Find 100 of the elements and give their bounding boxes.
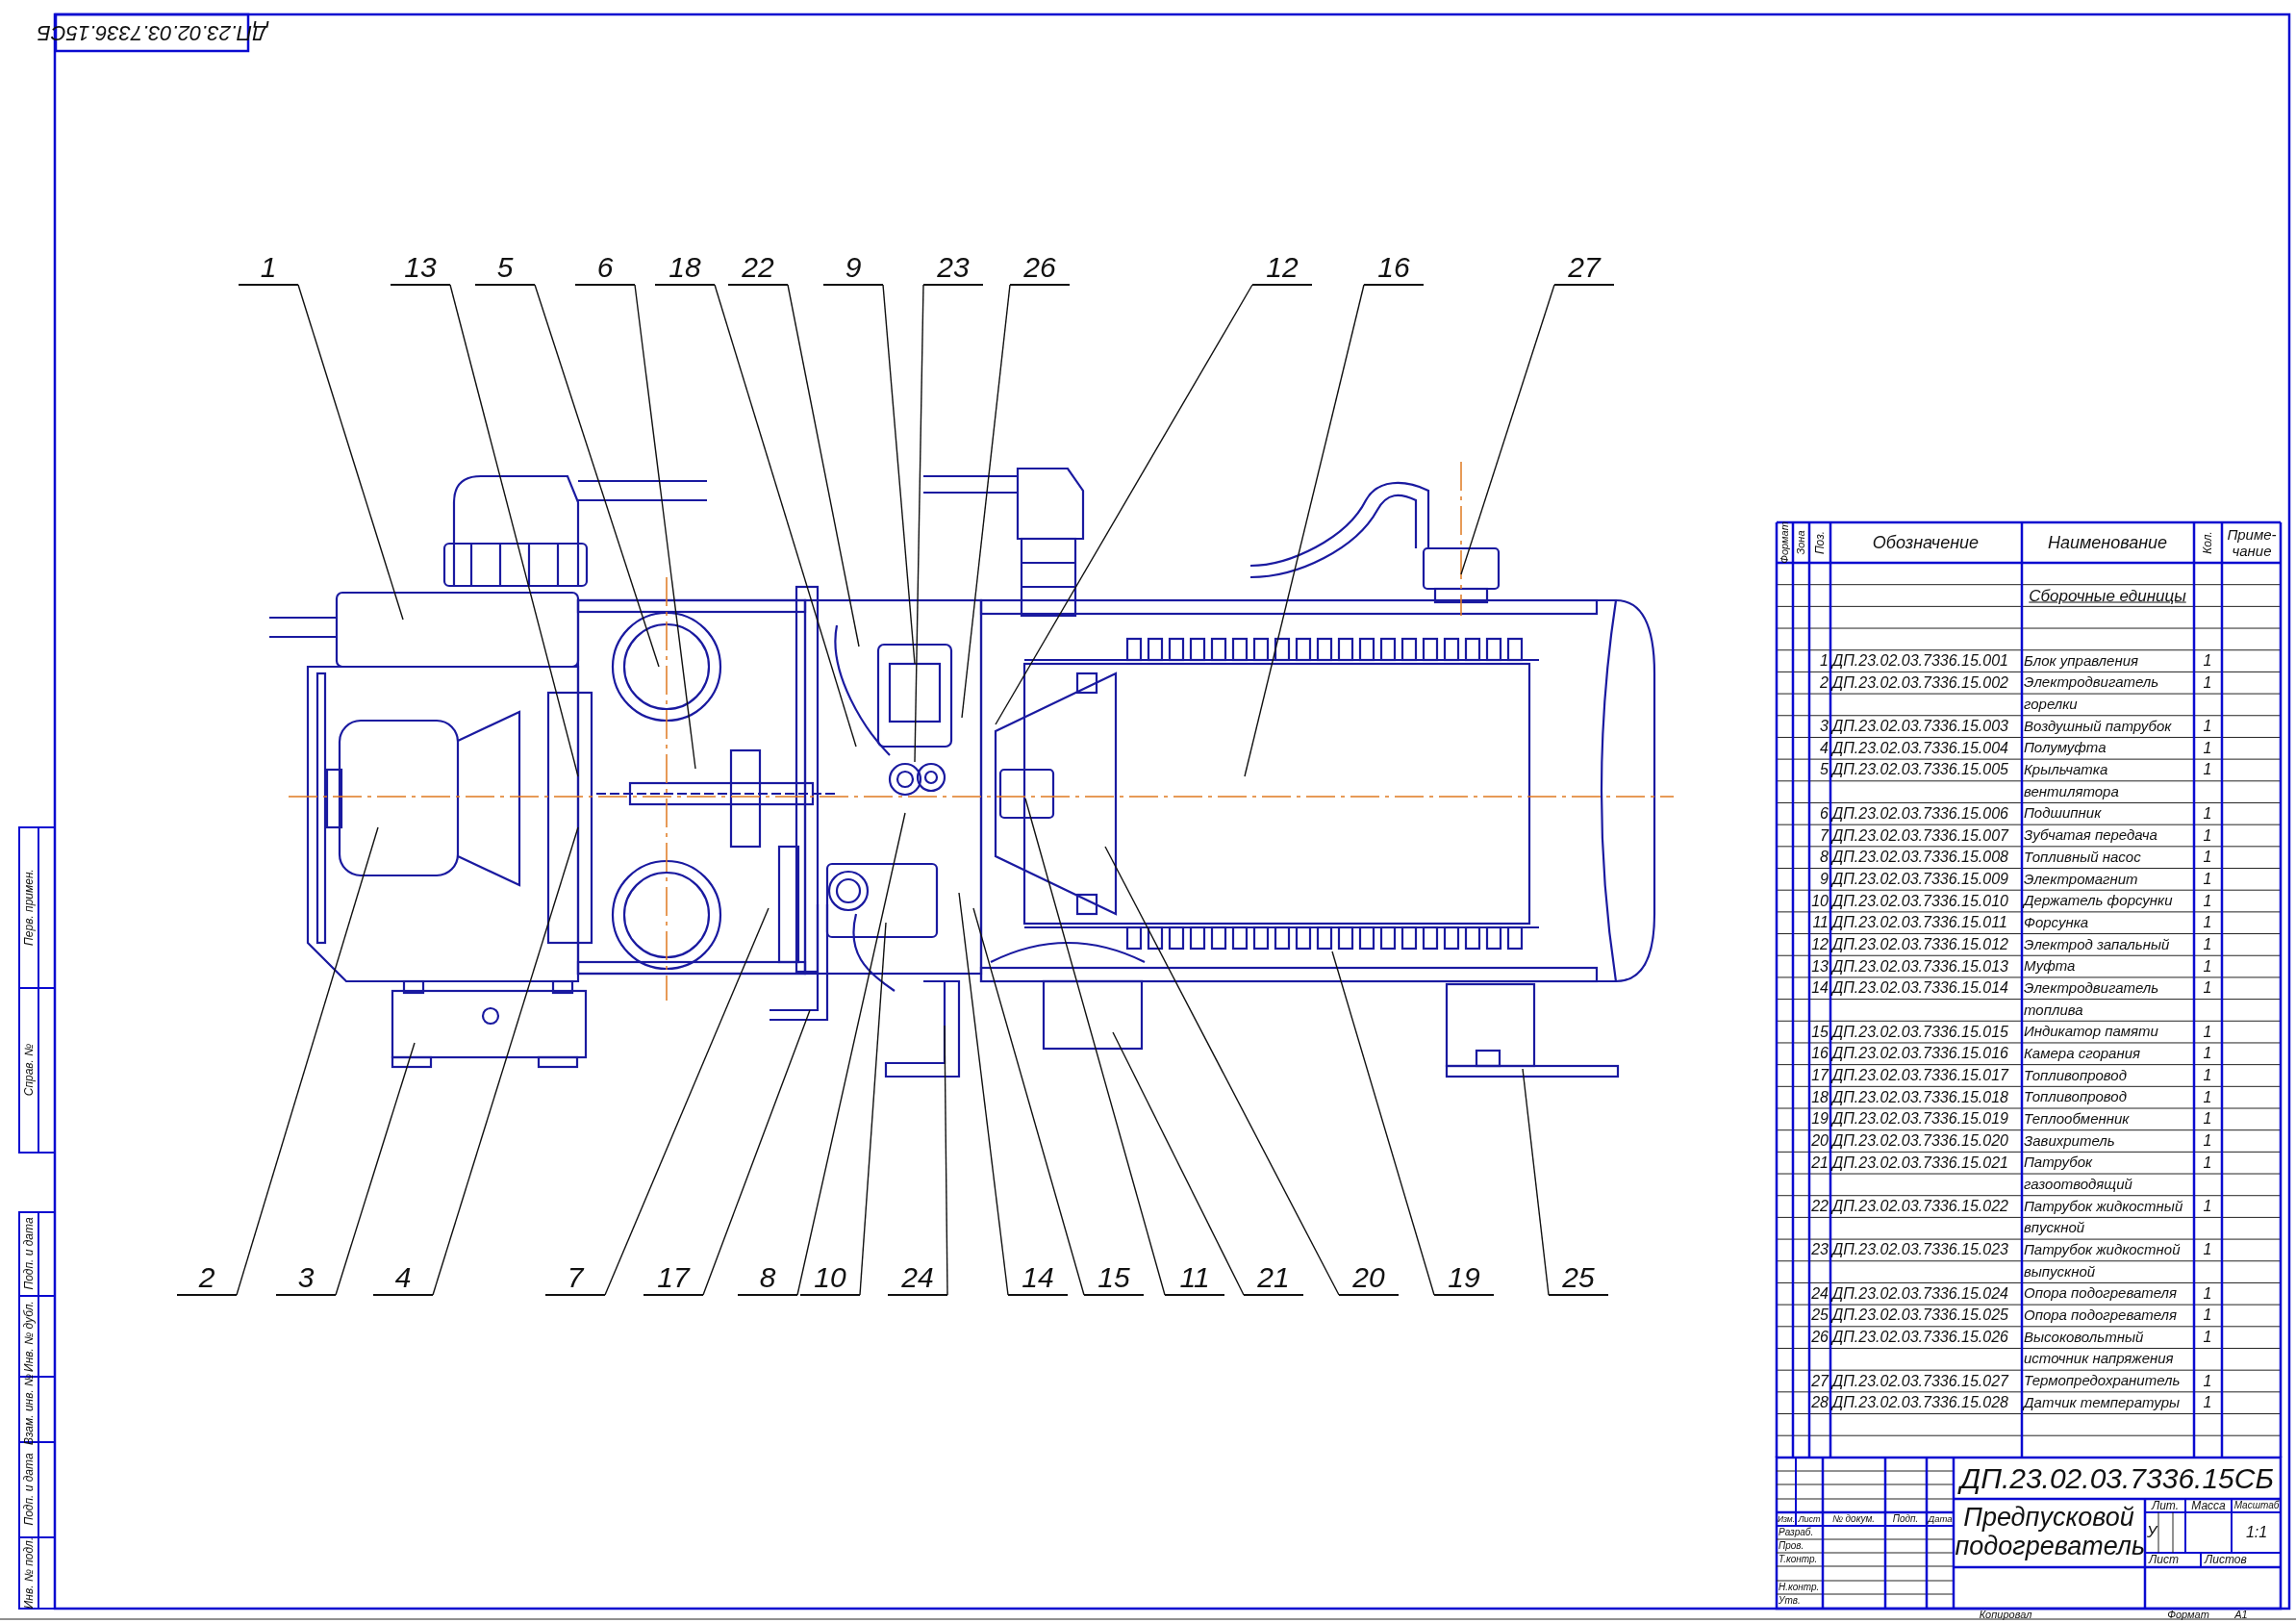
callout-number: 24 xyxy=(888,1263,947,1296)
callout-number: 17 xyxy=(643,1263,703,1296)
position-number: 21 xyxy=(1811,1154,1829,1171)
margin-field-label: Инв. № дубл. xyxy=(23,1301,35,1372)
position-number: 20 xyxy=(1811,1133,1829,1149)
leader-line xyxy=(914,284,924,763)
margin-field-label: Перв. примен. xyxy=(23,869,35,946)
leader-line xyxy=(534,284,660,668)
quantity: 1 xyxy=(2203,827,2212,844)
leader-line xyxy=(1522,1068,1550,1296)
stamp-field-label: Листов xyxy=(2205,1554,2247,1565)
leader-line xyxy=(944,1025,948,1296)
callout-number: 14 xyxy=(1008,1263,1068,1296)
stamp-field-label: Лит. xyxy=(2151,1500,2180,1511)
column-heading: Поз. xyxy=(1814,530,1826,555)
column-heading: Зона xyxy=(1795,530,1806,555)
leader-line xyxy=(1024,798,1166,1296)
quantity: 1 xyxy=(2203,1199,2212,1215)
column-heading: Формат xyxy=(1779,521,1790,564)
part-designation: ДП.23.02.03.7336.15.007 xyxy=(1832,827,2008,844)
part-name: Держатель форсунки xyxy=(2024,891,2173,911)
part-name: Топливопровод xyxy=(2024,1087,2127,1107)
part-name: Индикатор памяти xyxy=(2024,1022,2158,1042)
quantity: 1 xyxy=(2203,1154,2212,1171)
stamp-field-label: Н.контр. xyxy=(1779,1583,1820,1592)
leader-line xyxy=(787,284,860,647)
quantity: 1 xyxy=(2203,1089,2212,1105)
leader-line xyxy=(634,284,696,770)
leader-line xyxy=(297,284,404,621)
quantity: 1 xyxy=(2203,1067,2212,1083)
callout-number: 21 xyxy=(1244,1263,1303,1296)
part-name: Полумуфта xyxy=(2024,738,2107,758)
part-designation: ДП.23.02.03.7336.15.003 xyxy=(1832,719,2008,735)
section-heading: Сборочные единицы xyxy=(2029,587,2186,604)
stamp-field-label: Масштаб xyxy=(2233,1501,2280,1510)
stamp-field-value: У xyxy=(2146,1525,2157,1540)
quantity: 1 xyxy=(2203,1395,2212,1411)
callout-number: 8 xyxy=(738,1263,797,1296)
part-name: Воздушный патрубок xyxy=(2024,716,2172,736)
leader-line xyxy=(1331,951,1435,1296)
part-designation: ДП.23.02.03.7336.15.026 xyxy=(1832,1330,2008,1346)
position-number: 18 xyxy=(1811,1089,1829,1105)
part-designation: ДП.23.02.03.7336.15.017 xyxy=(1832,1067,2008,1083)
position-number: 8 xyxy=(1820,850,1829,866)
margin-field-label: Подп. и дата xyxy=(23,1453,35,1526)
quantity: 1 xyxy=(2203,1133,2212,1149)
stamp-field-label: Изм. xyxy=(1777,1514,1796,1524)
part-designation: ДП.23.02.03.7336.15.001 xyxy=(1832,653,2008,670)
column-heading: Приме- чание xyxy=(2226,526,2278,559)
part-name: Крыльчатка вентилятора xyxy=(2024,760,2120,801)
callout-number: 16 xyxy=(1364,253,1424,286)
column-heading: Наименование xyxy=(2047,534,2168,551)
quantity: 1 xyxy=(2203,980,2212,997)
part-name: Высоковольтный источник напряжения xyxy=(2024,1327,2175,1369)
part-designation: ДП.23.02.03.7336.15.022 xyxy=(1832,1199,2008,1215)
part-name: Форсунка xyxy=(2024,912,2089,932)
part-designation: ДП.23.02.03.7336.15.014 xyxy=(1832,980,2008,997)
quantity: 1 xyxy=(2203,719,2212,735)
callout-number: 1 xyxy=(239,253,298,286)
leader-line xyxy=(702,1009,811,1296)
position-number: 16 xyxy=(1811,1046,1829,1062)
part-designation: ДП.23.02.03.7336.15.006 xyxy=(1832,805,2008,822)
leader-line xyxy=(995,284,1253,725)
position-number: 25 xyxy=(1811,1307,1829,1324)
quantity: 1 xyxy=(2203,1111,2212,1128)
position-number: 3 xyxy=(1820,719,1829,735)
stamp-field-label: Копировал xyxy=(1979,1609,2032,1620)
quantity: 1 xyxy=(2203,915,2212,931)
position-number: 10 xyxy=(1811,893,1829,909)
part-designation: ДП.23.02.03.7336.15.015 xyxy=(1832,1024,2008,1040)
position-number: 13 xyxy=(1811,958,1829,975)
stamp-field-label: № докум. xyxy=(1831,1514,1876,1524)
leader-line xyxy=(972,907,1085,1296)
part-name: Блок управления xyxy=(2024,650,2138,671)
position-number: 23 xyxy=(1811,1242,1829,1258)
part-designation: ДП.23.02.03.7336.15.019 xyxy=(1832,1111,2008,1128)
margin-field-label: Взам. инв. № xyxy=(23,1373,35,1446)
quantity: 1 xyxy=(2203,1046,2212,1062)
callout-number: 12 xyxy=(1252,253,1312,286)
margin-field-label: Инв. № подл. xyxy=(23,1536,35,1610)
position-number: 2 xyxy=(1820,674,1829,691)
position-number: 11 xyxy=(1812,915,1829,931)
margin-field-label: Справ. № xyxy=(23,1043,35,1097)
part-designation: ДП.23.02.03.7336.15.009 xyxy=(1832,871,2008,887)
part-name: Камера сгорания xyxy=(2024,1043,2141,1063)
part-designation: ДП.23.02.03.7336.15.004 xyxy=(1832,740,2008,756)
drawing-number: ДП.23.02.03.7336.15СБ xyxy=(37,22,267,43)
stamp-field-label: Дата xyxy=(1928,1514,1953,1524)
position-number: 7 xyxy=(1820,827,1829,844)
position-number: 24 xyxy=(1811,1285,1829,1302)
stamp-field-label: Утв. xyxy=(1779,1596,1801,1606)
quantity: 1 xyxy=(2203,1307,2212,1324)
margin-field-label: Подп. и дата xyxy=(23,1217,35,1290)
position-number: 26 xyxy=(1811,1330,1829,1346)
quantity: 1 xyxy=(2203,1330,2212,1346)
position-number: 9 xyxy=(1820,871,1829,887)
part-designation: ДП.23.02.03.7336.15.027 xyxy=(1832,1373,2008,1389)
callout-number: 10 xyxy=(800,1263,860,1296)
leader-line xyxy=(604,907,770,1296)
part-name: Электродвигатель топлива xyxy=(2024,977,2160,1020)
